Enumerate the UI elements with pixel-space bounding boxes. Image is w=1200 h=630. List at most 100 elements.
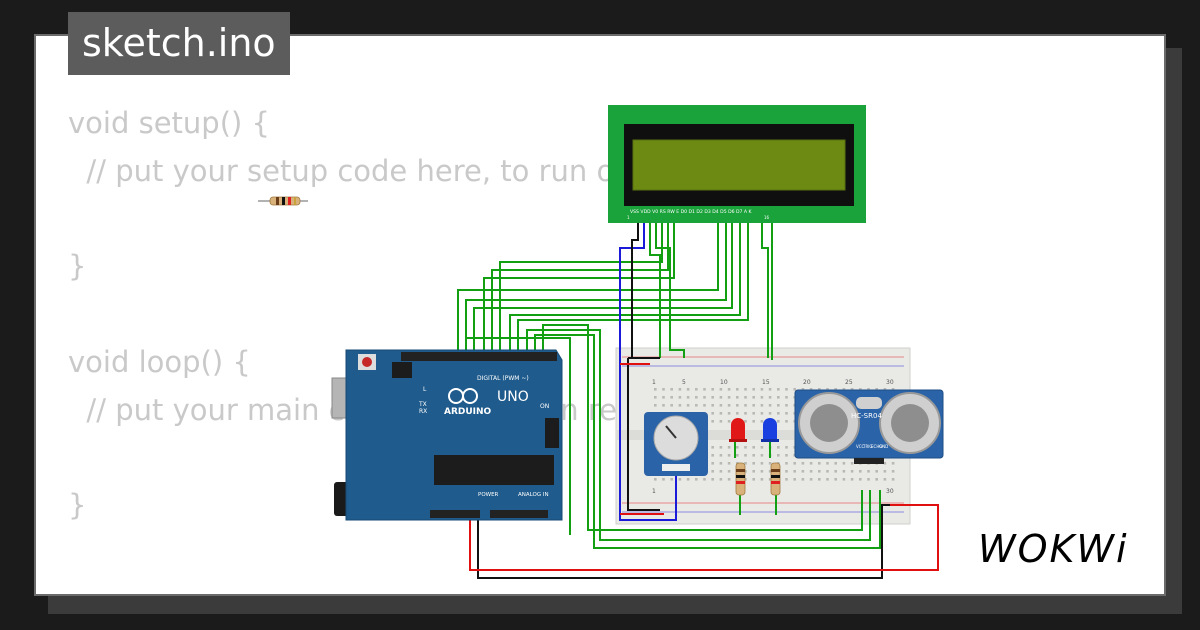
breadboard-hole: [842, 462, 846, 465]
breadboard-hole: [686, 478, 690, 481]
breadboard-hole: [711, 478, 714, 481]
breadboard-hole: [711, 420, 714, 423]
breadboard-hole: [760, 446, 764, 449]
arduino-analog-label: ANALOG IN: [518, 492, 549, 498]
black-wires[interactable]: [477, 214, 892, 579]
breadboard-hole: [744, 470, 747, 473]
code-line: void setup() {: [68, 106, 270, 140]
breadboard-hole: [736, 404, 739, 407]
blue-wire[interactable]: [619, 214, 677, 521]
breadboard-hole: [777, 396, 780, 399]
breadboard-hole: [785, 478, 788, 481]
breadboard-hole: [662, 404, 665, 407]
breadboard-hole: [834, 462, 837, 465]
breadboard-hole: [768, 396, 772, 399]
breadboard-hole: [736, 388, 739, 391]
wokwi-logo: WOKWi: [978, 527, 1129, 571]
breadboard-hole: [850, 470, 854, 473]
blue-led[interactable]: [761, 418, 779, 442]
breadboard-hole: [727, 404, 731, 407]
lcd-display[interactable]: VSS VDD V0 RS RW E D0 D1 D2 D3 D4 D5 D6 …: [608, 105, 866, 223]
breadboard-hole: [711, 404, 714, 407]
breadboard-hole: [711, 470, 714, 473]
breadboard-hole: [809, 388, 813, 391]
bb-col-20: 20: [803, 379, 811, 386]
breadboard-hole: [752, 388, 755, 391]
breadboard-hole: [818, 462, 821, 465]
breadboard-hole: [785, 412, 788, 415]
breadboard-hole: [654, 404, 657, 407]
breadboard-hole: [670, 404, 673, 407]
breadboard-hole: [727, 462, 731, 465]
green-wires[interactable]: [457, 214, 881, 549]
breadboard-hole: [760, 454, 764, 457]
breadboard-hole: [760, 412, 764, 415]
breadboard-hole: [703, 478, 706, 481]
ultrasonic-sensor[interactable]: HC-SR04 VCC TRIG ECHO GND: [794, 389, 944, 464]
breadboard-hole: [891, 462, 895, 465]
loose-resistor[interactable]: [258, 196, 308, 206]
code-line: void loop() {: [68, 344, 251, 379]
breadboard-hole: [686, 404, 690, 407]
breadboard-hole: [809, 478, 813, 481]
breadboard-hole: [768, 470, 772, 473]
breadboard-hole: [785, 396, 788, 399]
red-wires[interactable]: [469, 363, 939, 571]
breadboard-hole: [719, 388, 723, 391]
breadboard-hole: [818, 388, 821, 391]
breadboard-hole: [736, 454, 739, 457]
sensor-pin-vcc: VCC: [856, 444, 865, 449]
red-led[interactable]: [729, 418, 747, 442]
breadboard-hole: [875, 388, 878, 391]
breadboard-hole: [891, 478, 895, 481]
breadboard-hole: [711, 388, 714, 391]
breadboard-hole: [752, 404, 755, 407]
breadboard-hole: [834, 470, 837, 473]
breadboard-hole: [662, 388, 665, 391]
breadboard-hole: [785, 446, 788, 449]
breadboard-hole: [744, 462, 747, 465]
breadboard-hole: [777, 446, 780, 449]
breadboard-hole: [768, 404, 772, 407]
breadboard-hole: [752, 470, 755, 473]
breadboard-hole: [711, 446, 714, 449]
breadboard-hole: [793, 478, 796, 481]
breadboard-hole: [670, 396, 673, 399]
breadboard-hole: [727, 396, 731, 399]
breadboard-hole: [809, 470, 813, 473]
breadboard-hole: [744, 478, 747, 481]
breadboard-hole: [801, 462, 805, 465]
breadboard-hole: [727, 478, 731, 481]
breadboard-hole: [785, 388, 788, 391]
breadboard-hole: [686, 388, 690, 391]
breadboard-hole: [875, 470, 878, 473]
breadboard-hole: [826, 388, 829, 391]
breadboard-hole: [891, 388, 895, 391]
breadboard-hole: [760, 462, 764, 465]
breadboard-hole: [834, 478, 837, 481]
breadboard-hole: [768, 388, 772, 391]
resistor-2[interactable]: [770, 462, 781, 496]
breadboard-hole: [793, 388, 796, 391]
breadboard-hole: [785, 470, 788, 473]
breadboard-hole: [842, 470, 846, 473]
breadboard-hole: [695, 396, 698, 399]
breadboard-hole: [818, 478, 821, 481]
resistor-1[interactable]: [735, 462, 746, 496]
lcd-pin-labels: VSS VDD V0 RS RW E D0 D1 D2 D3 D4 D5 D6 …: [630, 209, 753, 215]
breadboard-hole: [867, 478, 870, 481]
breadboard-hole: [736, 446, 739, 449]
breadboard-hole: [678, 388, 682, 391]
potentiometer[interactable]: [644, 412, 708, 476]
breadboard-hole: [703, 388, 706, 391]
breadboard-hole: [744, 388, 747, 391]
breadboard-hole: [752, 420, 755, 423]
bb-col-5: 5: [682, 379, 686, 386]
breadboard-hole: [662, 396, 665, 399]
breadboard-hole: [793, 470, 796, 473]
breadboard-hole: [785, 404, 788, 407]
file-name-tab: sketch.ino: [68, 12, 290, 75]
breadboard-hole: [850, 462, 854, 465]
breadboard-hole: [867, 470, 870, 473]
arduino-uno-board[interactable]: UNO ARDUINO DIGITAL (PWM ~) POWER ANALOG…: [331, 349, 563, 521]
